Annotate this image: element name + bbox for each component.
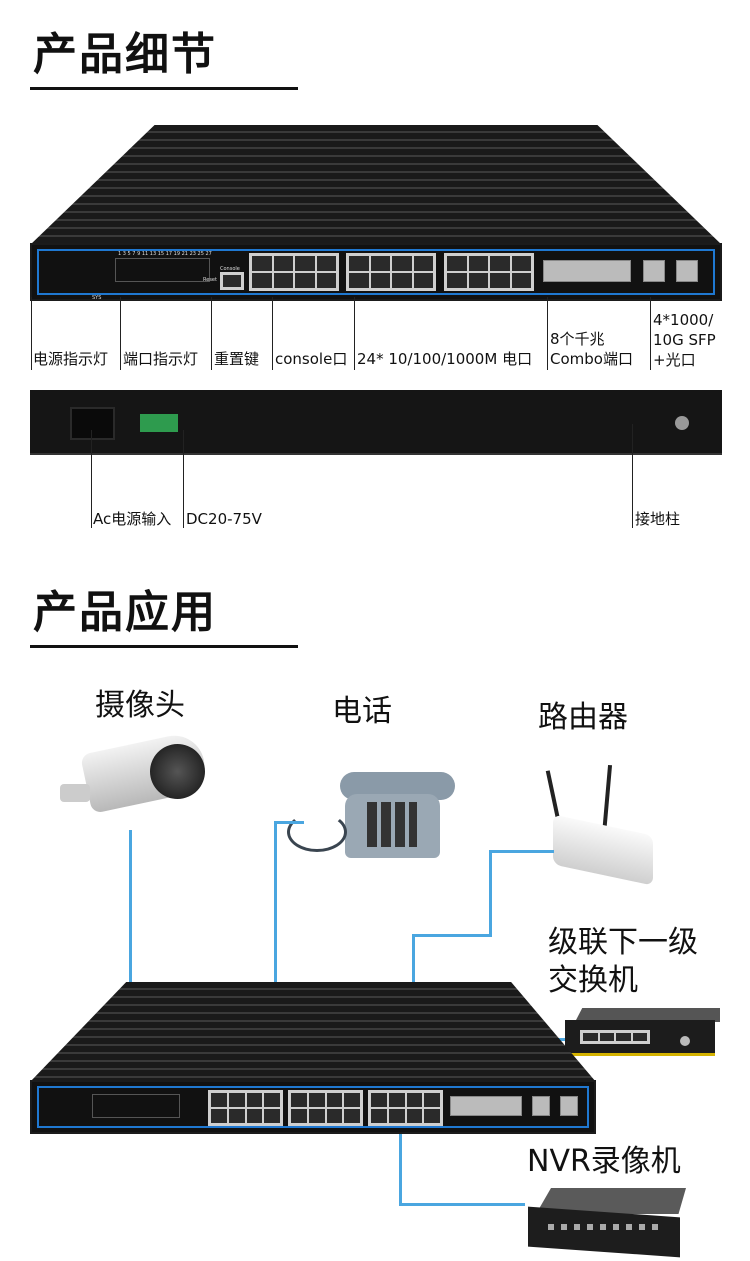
link-nvr <box>399 1130 402 1205</box>
switch-rear-image <box>30 390 722 455</box>
title-underline <box>30 87 298 90</box>
leader-line <box>183 430 184 528</box>
label-router: 路由器 <box>538 700 628 735</box>
label-cascade-switch: 级联下一级 交换机 <box>548 925 698 998</box>
leader-line <box>211 297 212 370</box>
link-phone <box>274 821 277 985</box>
nvr-image <box>528 1188 688 1258</box>
link-phone <box>274 821 304 824</box>
camera-image <box>55 730 215 822</box>
link-router <box>412 934 415 985</box>
label-nvr: NVR录像机 <box>527 1144 681 1179</box>
reset-label: Reset <box>203 277 217 283</box>
leader-line <box>31 297 32 370</box>
telephone-image <box>285 772 460 862</box>
leader-line <box>91 430 92 528</box>
leader-line <box>354 297 355 370</box>
label-ac-input: Ac电源输入 <box>93 510 172 528</box>
sfp-port-27-28 <box>676 260 698 282</box>
switch-front-image: 1 3 5 7 9 11 13 15 17 19 21 23 25 27 SYS… <box>30 125 722 301</box>
label-camera: 摄像头 <box>95 688 185 723</box>
rj45-block-2 <box>346 253 436 291</box>
label-reset: 重置键 <box>214 350 260 368</box>
leader-line <box>650 297 651 370</box>
console-port <box>220 272 244 290</box>
link-router <box>412 934 492 937</box>
link-nvr <box>399 1203 525 1206</box>
label-power-led: 电源指示灯 <box>33 350 109 368</box>
combo-sfp-ports <box>543 260 631 282</box>
label-sfp: 4*1000/ 10G SFP +光口 <box>653 311 716 369</box>
ac-power-socket <box>70 407 115 440</box>
rj45-block-3 <box>444 253 534 291</box>
label-phone: 电话 <box>332 694 392 729</box>
label-combo: 8个千兆 Combo端口 <box>550 330 633 368</box>
label-dc: DC20-75V <box>186 510 262 528</box>
leader-line <box>272 297 273 370</box>
link-router <box>489 850 554 853</box>
console-label: Console <box>220 266 240 272</box>
label-console: console口 <box>275 350 348 368</box>
label-port-led: 端口指示灯 <box>123 350 199 368</box>
main-switch-image <box>30 982 596 1134</box>
section-title-details: 产品细节 <box>33 29 217 80</box>
router-image <box>545 764 657 886</box>
link-router <box>489 850 492 936</box>
dc-terminal <box>140 414 178 432</box>
sfp-port-25-26 <box>643 260 665 282</box>
rj45-block-1 <box>249 253 339 291</box>
ground-post <box>675 416 689 430</box>
cascade-switch-image <box>565 1008 720 1056</box>
sys-label: SYS <box>92 295 102 301</box>
section-title-application: 产品应用 <box>33 587 217 638</box>
label-ground: 接地柱 <box>635 510 681 528</box>
link-camera <box>129 830 132 985</box>
label-rj45: 24* 10/100/1000M 电口 <box>357 350 533 368</box>
title-underline <box>30 645 298 648</box>
leader-line <box>120 297 121 370</box>
leader-line <box>547 297 548 370</box>
leader-line <box>632 424 633 528</box>
